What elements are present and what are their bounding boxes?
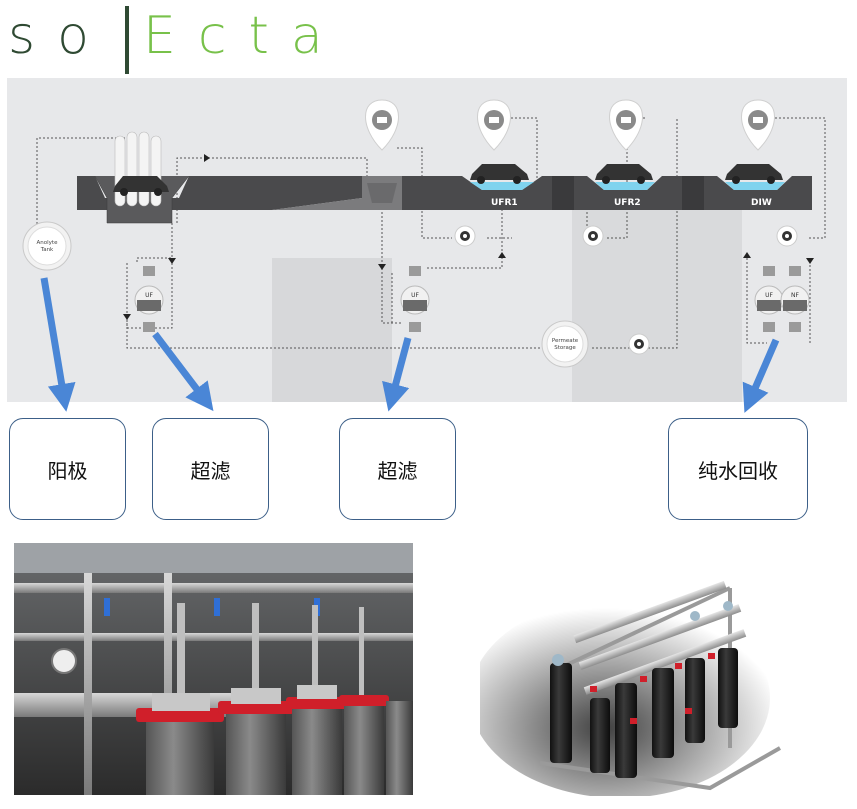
logo-divider xyxy=(125,6,129,74)
car-icon xyxy=(725,164,783,180)
nf-label: NF xyxy=(791,292,799,299)
uf-module-icon xyxy=(754,266,784,332)
diw-label: DIW xyxy=(751,198,772,208)
equipment-render-illustration xyxy=(480,548,850,796)
uf-label: UF xyxy=(145,292,153,299)
callout-water-recovery: 纯水回收 xyxy=(668,418,808,520)
car-icon xyxy=(595,164,653,180)
pump-icon xyxy=(454,225,476,247)
car-icons xyxy=(113,164,783,196)
process-diagram-svg: UFR1 UFR2 DIW xyxy=(22,99,826,402)
anolyte-tank-icon xyxy=(22,221,72,271)
uf-label: UF xyxy=(765,292,773,299)
logo-text-part1: so xyxy=(8,6,111,66)
flow-arrows xyxy=(123,154,814,320)
callout-ultrafiltration-2: 超滤 xyxy=(339,418,456,520)
equipment-photo xyxy=(14,543,413,795)
shower-pin-markers xyxy=(365,99,775,151)
uf-label: UF xyxy=(411,292,419,299)
pump-icon xyxy=(582,225,604,247)
ufr1-label: UFR1 xyxy=(491,198,518,208)
shower-pin-icon xyxy=(741,99,775,151)
shower-pin-icon xyxy=(609,99,643,151)
pump-icon xyxy=(776,225,798,247)
tank-train xyxy=(77,175,812,224)
shower-pin-icon xyxy=(365,99,399,151)
callout-anode: 阳极 xyxy=(9,418,126,520)
logo-text-part2: Ecta xyxy=(143,6,345,66)
car-icon xyxy=(470,164,529,180)
car-icon xyxy=(113,176,169,192)
shade-panel xyxy=(272,258,392,402)
permeate-storage-icon xyxy=(541,320,589,368)
uf-module-icon xyxy=(134,266,164,332)
ufr2-label: UFR2 xyxy=(614,198,641,208)
callout-ultrafiltration-1: 超滤 xyxy=(152,418,269,520)
pump-icons xyxy=(454,225,798,355)
pump-icon xyxy=(628,333,650,355)
nf-module-icon xyxy=(780,266,810,332)
uf-module-icon xyxy=(400,266,430,332)
uf-modules xyxy=(134,266,810,332)
solecta-logo: so Ecta xyxy=(8,4,388,74)
process-diagram: UFR1 UFR2 DIW xyxy=(7,78,847,402)
shower-pin-icon xyxy=(477,99,511,151)
equipment-3d-render xyxy=(480,548,850,796)
equipment-photo-illustration xyxy=(14,543,413,795)
